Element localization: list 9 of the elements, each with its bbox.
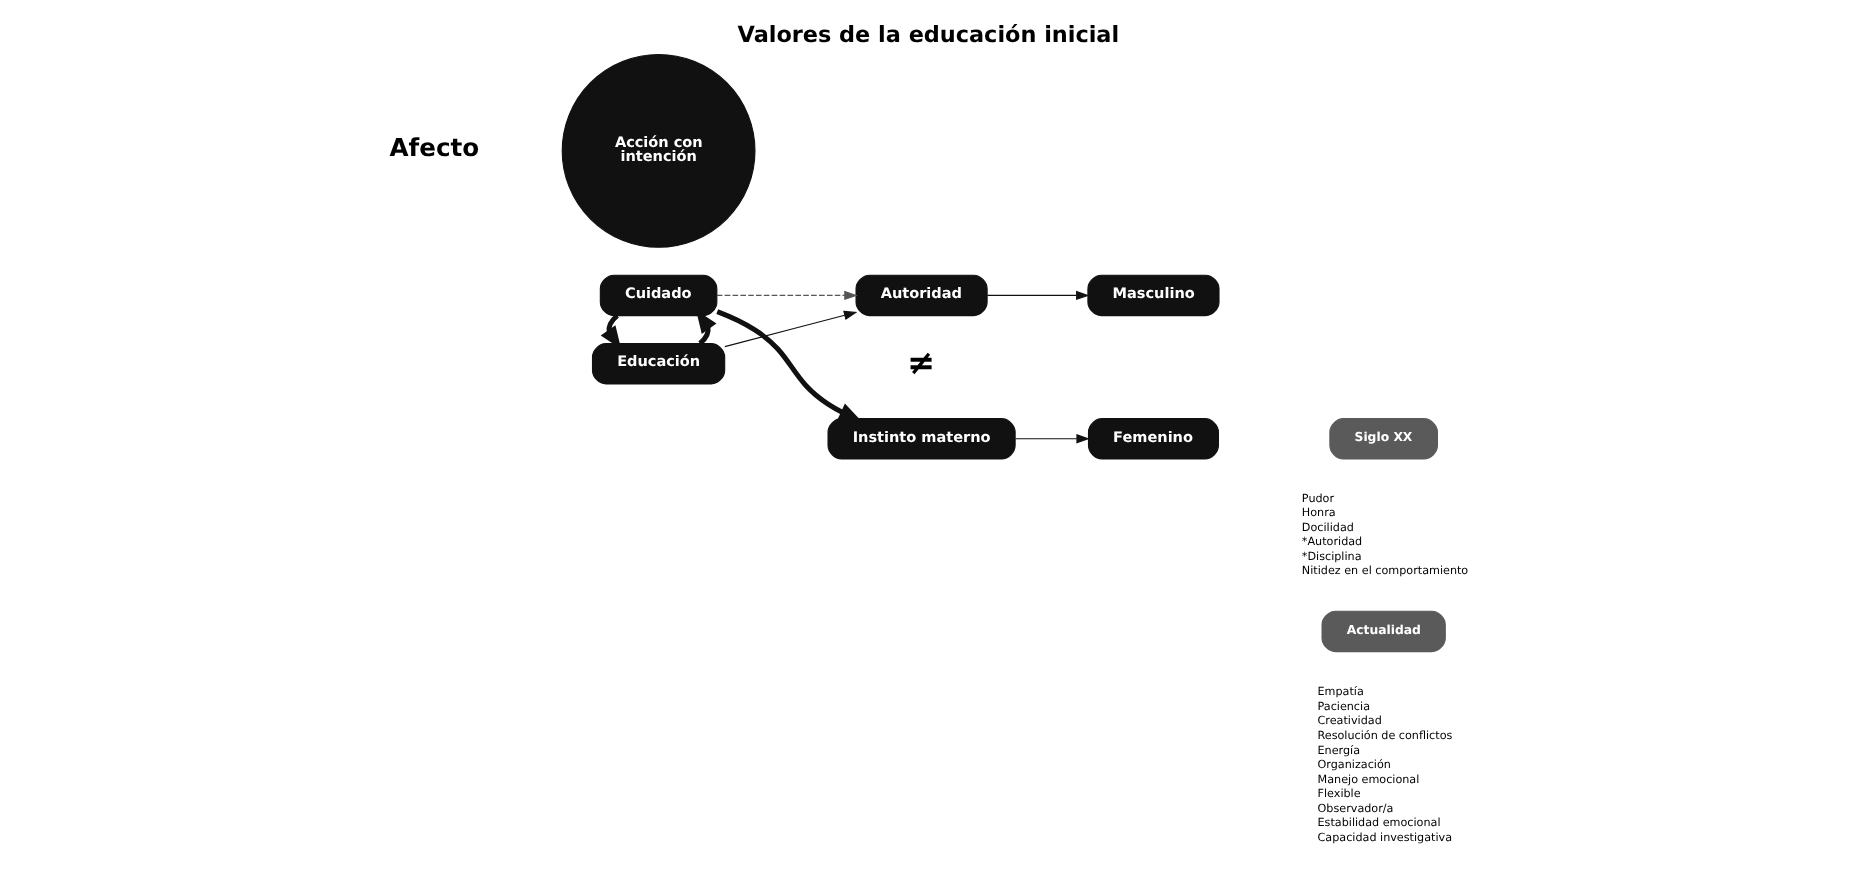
label: Afecto (389, 134, 480, 163)
arrow (1014, 434, 1090, 444)
diagram-title: Valores de la educación inicial (737, 21, 1120, 48)
arrow (696, 310, 717, 346)
arrow (986, 290, 1090, 301)
label: ≠ (907, 342, 936, 383)
arrow (716, 309, 862, 422)
arrow (724, 310, 858, 348)
arrow (716, 290, 858, 301)
